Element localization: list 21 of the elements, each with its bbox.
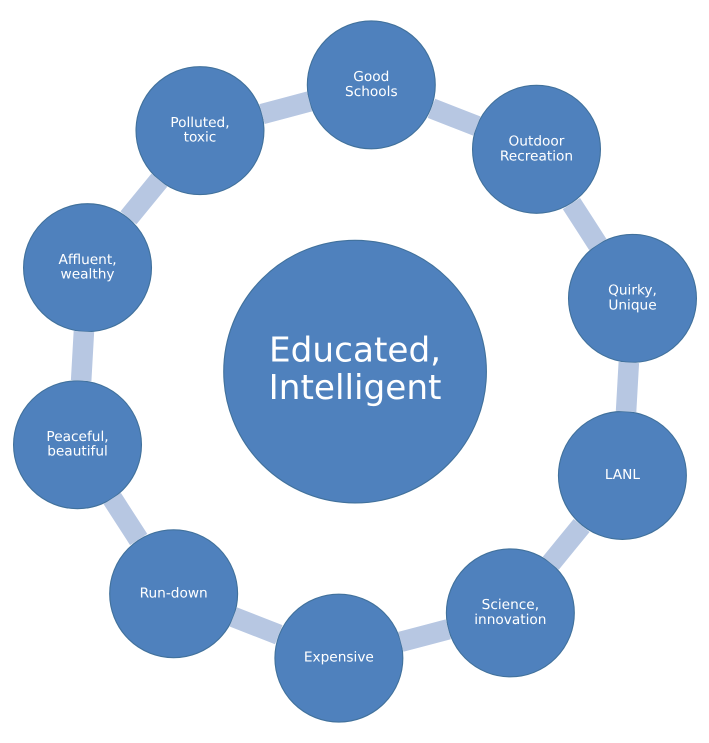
node-circle: Educated, Intelligent	[222, 240, 486, 504]
node-circle: Quirky, Unique	[567, 234, 696, 363]
node-circle: LANL	[557, 410, 686, 540]
node-circle: Run-down	[108, 529, 238, 658]
connector	[398, 619, 450, 652]
node-circle: Science, innovation	[445, 548, 574, 678]
connector	[103, 492, 147, 546]
connector	[542, 518, 590, 570]
node-circle: Good Schools	[306, 20, 436, 150]
connector	[562, 198, 606, 250]
node-circle: Outdoor Recreation	[471, 84, 601, 214]
connector	[229, 607, 282, 644]
connector	[120, 174, 167, 224]
node-circle: Affluent, wealthy	[22, 203, 152, 332]
node-circle: Expensive	[274, 594, 403, 723]
node-circle: Peaceful, beautiful	[12, 380, 142, 510]
node-circle: Polluted, toxic	[134, 66, 264, 196]
connector	[258, 91, 312, 124]
connector	[427, 98, 480, 136]
connector	[615, 362, 639, 412]
connector	[70, 331, 94, 382]
